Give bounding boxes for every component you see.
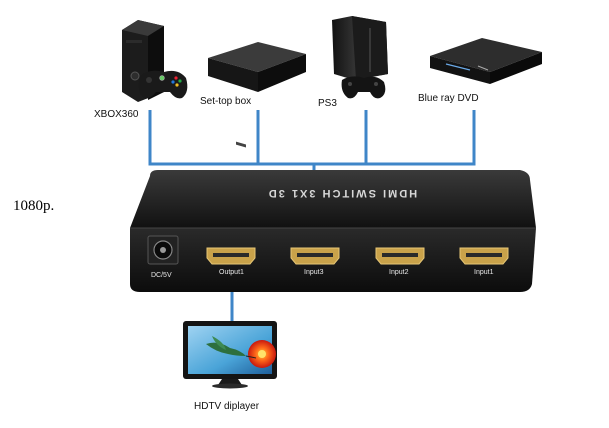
hdmi-port-output1	[206, 247, 256, 265]
hdmi-port-input1	[459, 247, 509, 265]
port-label-input3: Input3	[304, 269, 324, 276]
power-label: DC/5V	[151, 272, 172, 279]
display-label: HDTV diplayer	[194, 401, 260, 412]
port-label-input1: Input1	[474, 269, 494, 276]
source-label-bluray-dvd: Blue ray DVD	[418, 93, 479, 104]
set-top-box-icon	[208, 42, 306, 148]
port-label-input2: Input2	[389, 269, 409, 276]
switch-title: HDMI SWITCH 3X1 3D	[267, 187, 417, 199]
source-label-xbox360: XBOX360	[94, 109, 139, 120]
source-label-ps3: PS3	[318, 98, 337, 109]
source-label-set-top-box: Set-top box	[200, 96, 251, 107]
dc-power-jack-icon	[147, 235, 179, 265]
hdmi-port-input3	[290, 247, 340, 265]
side-note: 1080p.	[13, 198, 55, 214]
ps3-console-icon	[332, 16, 388, 99]
xbox360-console-icon	[122, 20, 188, 102]
wire-xbox360	[148, 110, 476, 166]
hdmi-port-input2	[375, 247, 425, 265]
hdtv-display-icon	[183, 321, 277, 389]
port-label-output1: Output1	[219, 269, 244, 276]
bluray-dvd-player-icon	[430, 38, 542, 84]
